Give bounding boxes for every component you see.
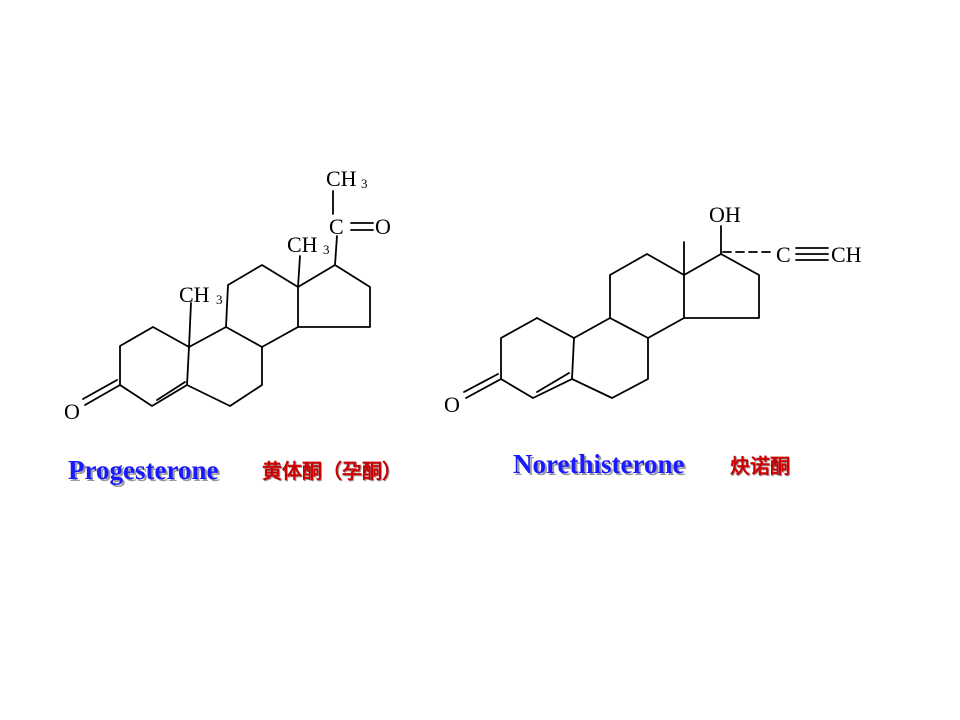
- norethisterone-c20-label: C: [776, 242, 791, 267]
- progesterone-c17-c20-bond: [334, 235, 338, 266]
- norethisterone-ch21-label: CH: [831, 242, 862, 267]
- norethisterone-chinese-name-shadow: 炔诺酮: [731, 455, 791, 479]
- progesterone-chinese-name-shadow: 黄体酮（孕酮）: [263, 460, 403, 484]
- progesterone-c19-bond: [188, 302, 192, 348]
- progesterone-name: Progesterone: [68, 455, 218, 485]
- norethisterone-ring-a: [463, 317, 575, 399]
- norethisterone-structure: O OH C CH: [444, 202, 862, 417]
- norethisterone-ring-b: [571, 317, 649, 399]
- progesterone-ring-a: [82, 326, 190, 407]
- norethisterone-ring-c: [609, 253, 685, 339]
- progesterone-ring-d: [297, 264, 371, 328]
- progesterone-caption: Progesterone Progesterone 黄体酮（孕酮） 黄体酮（孕酮…: [68, 455, 403, 487]
- progesterone-structure: O CH 3 CH 3 C O CH 3: [64, 166, 391, 424]
- norethisterone-name-shadow: Norethisterone: [515, 451, 686, 481]
- progesterone-ch3-19-label: CH: [179, 282, 210, 307]
- progesterone-ch3-21-label: CH: [326, 166, 357, 191]
- progesterone-c18-bond: [297, 255, 301, 288]
- progesterone-ch3-21-subscript: 3: [361, 176, 368, 191]
- norethisterone-caption: Norethisterone Norethisterone 炔诺酮 炔诺酮: [513, 449, 791, 481]
- norethisterone-name: Norethisterone: [513, 449, 684, 479]
- norethisterone-chinese-name: 炔诺酮: [730, 454, 790, 478]
- progesterone-ch3-18-subscript: 3: [323, 242, 330, 257]
- progesterone-name-shadow: Progesterone: [70, 457, 220, 487]
- progesterone-ch3-18-label: CH: [287, 232, 318, 257]
- progesterone-o20-label: O: [375, 214, 391, 239]
- norethisterone-oh-label: OH: [709, 202, 741, 227]
- progesterone-ch3-19-subscript: 3: [216, 292, 223, 307]
- progesterone-o3-label: O: [64, 399, 80, 424]
- progesterone-chinese-name: 黄体酮（孕酮）: [262, 459, 402, 483]
- norethisterone-o3-label: O: [444, 392, 460, 417]
- progesterone-ring-b: [186, 326, 263, 407]
- progesterone-c20-label: C: [329, 214, 344, 239]
- norethisterone-ring-d: [683, 253, 760, 319]
- progesterone-ring-c: [225, 264, 299, 348]
